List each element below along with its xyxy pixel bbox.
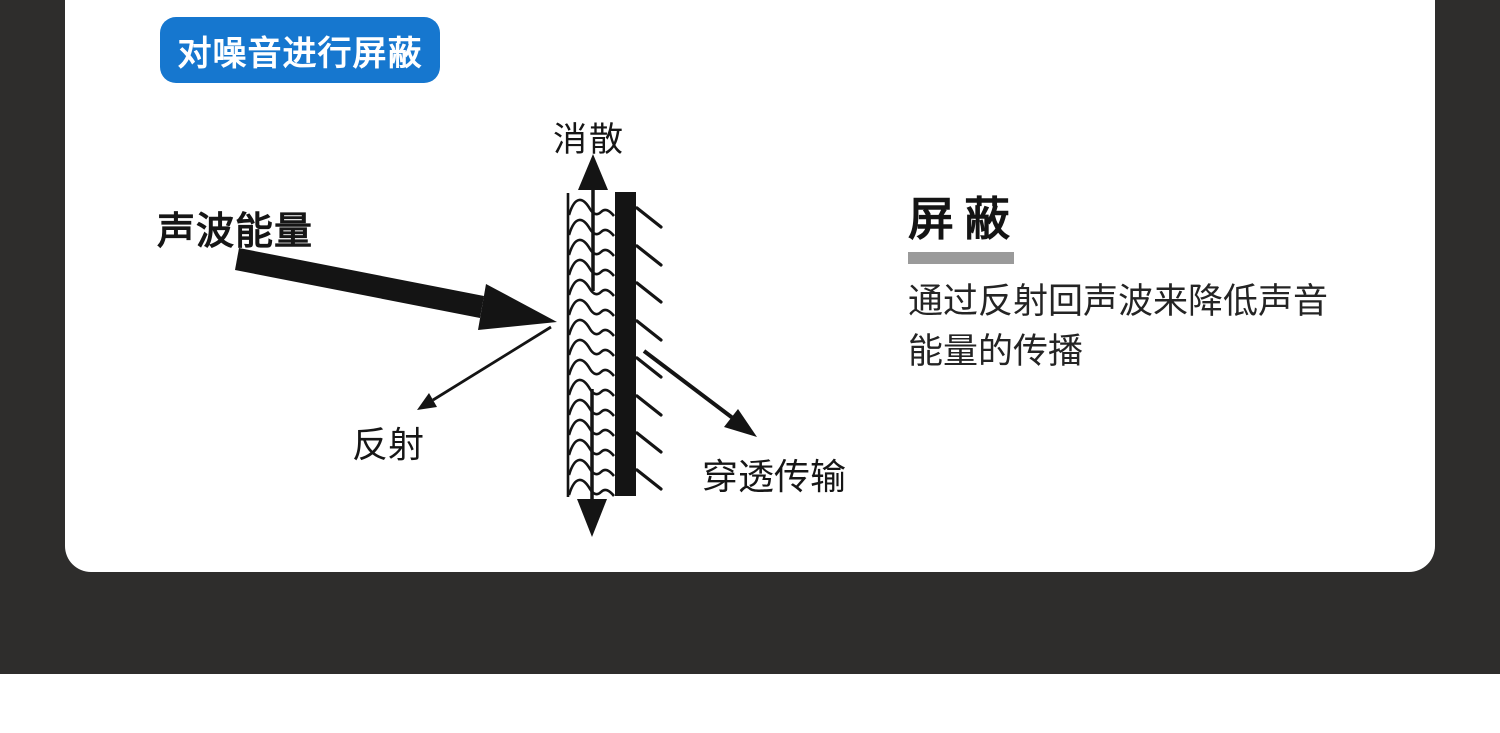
shield-title: 屏蔽 bbox=[908, 192, 1020, 246]
reflection-arrow bbox=[417, 325, 552, 410]
next-section-strip bbox=[0, 674, 1500, 733]
shield-description-line-2: 能量的传播 bbox=[908, 332, 1084, 372]
section-badge-label: 对噪音进行屏蔽 bbox=[177, 33, 423, 74]
shield-description-line-1: 通过反射回声波来降低声音 bbox=[908, 282, 1329, 322]
dissipation-down-arrow bbox=[577, 389, 607, 537]
label-transmission: 穿透传输 bbox=[702, 457, 847, 498]
barrier-hatching bbox=[635, 206, 663, 491]
noise-shielding-diagram bbox=[235, 154, 757, 537]
label-dissipation: 消散 bbox=[553, 120, 625, 160]
content-card: 对噪音进行屏蔽 bbox=[65, 0, 1435, 572]
shield-text-block: 屏蔽 通过反射回声波来降低声音 能量的传播 bbox=[908, 194, 1378, 377]
sound-energy-arrow bbox=[235, 248, 557, 330]
label-reflection: 反射 bbox=[352, 425, 425, 466]
section-badge: 对噪音进行屏蔽 bbox=[160, 17, 440, 83]
label-sound-energy: 声波能量 bbox=[157, 209, 314, 253]
barrier-wall bbox=[615, 192, 636, 496]
dissipation-up-arrow bbox=[578, 154, 608, 291]
transmission-arrow bbox=[642, 349, 757, 437]
title-underline bbox=[908, 252, 1014, 264]
